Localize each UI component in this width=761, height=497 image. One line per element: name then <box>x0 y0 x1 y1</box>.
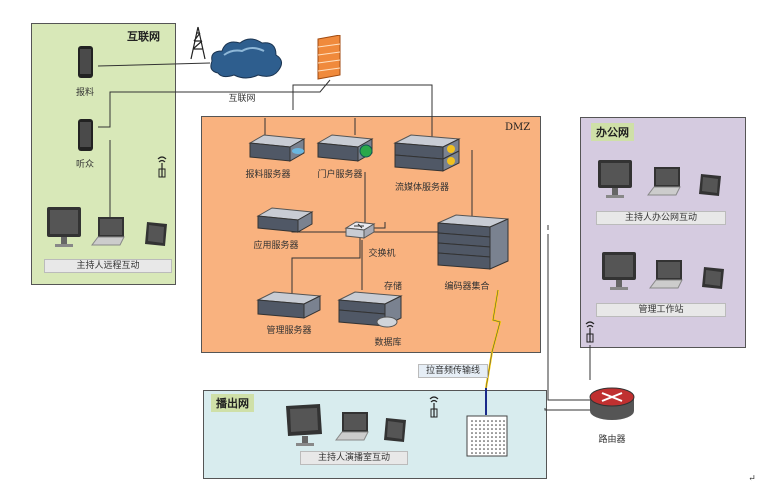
router-icon <box>589 387 635 420</box>
mgmt-station-plate: 管理工作站 <box>596 303 726 317</box>
report-server-label: 报料服务器 <box>245 170 291 180</box>
tablet-icon <box>145 222 167 246</box>
internet-zone-title: 互联网 <box>127 30 160 43</box>
storage-label: 存储 <box>383 282 402 292</box>
app-server-label: 应用服务器 <box>253 241 299 251</box>
tablet-icon <box>78 119 93 151</box>
host-office-plate: 主持人办公网互动 <box>596 211 726 225</box>
antenna-icon <box>585 321 595 343</box>
portal-server-label: 门户服务器 <box>317 170 363 180</box>
server-icon <box>337 291 403 328</box>
server-icon <box>248 134 306 162</box>
cloud-icon <box>210 38 282 79</box>
office-zone-title: 办公网 <box>591 123 634 141</box>
laptop-icon <box>647 167 681 196</box>
server-icon <box>316 134 374 162</box>
server-icon <box>256 291 322 319</box>
tablet-icon <box>699 174 721 196</box>
monitor-icon <box>286 404 322 446</box>
tablet-icon <box>78 46 93 78</box>
monitor-icon <box>602 252 636 290</box>
broadcast-zone-title: 播出网 <box>211 394 254 412</box>
server-icon <box>437 214 509 270</box>
encoder-set-label: 编码器集合 <box>444 282 490 292</box>
host-studio-plate: 主持人演播室互动 <box>300 451 408 465</box>
tower-icon <box>190 26 206 60</box>
server-icon <box>256 207 314 233</box>
reporter-label: 报料 <box>75 88 94 98</box>
laptop-icon <box>91 217 125 246</box>
laptop-icon <box>649 260 683 289</box>
audio-line-plate: 拉音频传输线 <box>418 364 488 378</box>
monitor-icon <box>47 207 81 247</box>
cloud-label: 互联网 <box>228 94 256 104</box>
server-icon <box>393 134 461 172</box>
switch-icon <box>344 221 376 239</box>
laptop-icon <box>335 412 369 441</box>
tablet-icon <box>702 267 724 289</box>
stream-server-label: 流媒体服务器 <box>394 183 449 193</box>
firewall-icon <box>317 35 341 80</box>
database-label: 数据库 <box>374 338 402 348</box>
router-label: 路由器 <box>598 435 626 445</box>
footer-mark: ↵ <box>748 474 756 484</box>
dmz-zone-title: DMZ <box>505 122 531 133</box>
host-remote-plate: 主持人远程互动 <box>44 259 172 273</box>
audience-label: 听众 <box>75 160 94 170</box>
antenna-icon <box>429 396 439 418</box>
audio-panel-icon <box>466 415 508 457</box>
switch-label: 交换机 <box>368 249 396 259</box>
tablet-icon <box>384 418 406 442</box>
lightning-icon <box>485 289 502 389</box>
mgmt-server-label: 管理服务器 <box>266 326 312 336</box>
antenna-icon <box>157 156 167 178</box>
monitor-icon <box>598 160 632 198</box>
